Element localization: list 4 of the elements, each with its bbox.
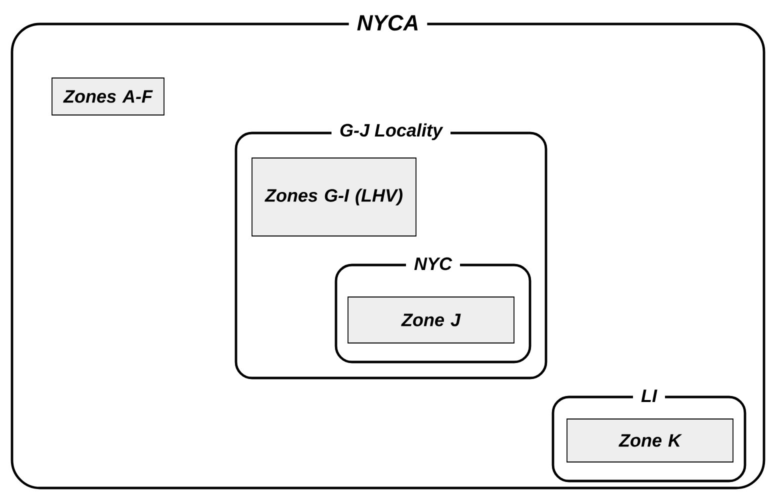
zone-box: Zone K (566, 418, 734, 462)
zone-box: Zones G-I (LHV) (252, 158, 416, 236)
zone-box: Zones A-F (52, 78, 164, 116)
zone-box: Zone J (348, 296, 514, 344)
